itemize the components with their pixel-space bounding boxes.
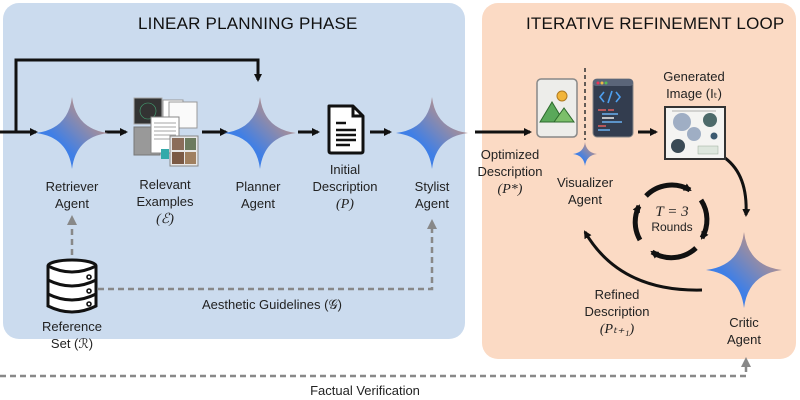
- examples-line1: Relevant: [139, 177, 191, 192]
- optimized-description-label: Optimized Description (P*): [477, 146, 542, 198]
- reference-line2: Set (ℛ): [50, 336, 94, 351]
- document-icon: [327, 104, 365, 155]
- optimized-line2: Description: [477, 164, 543, 179]
- dashed-factual-verification: [0, 357, 751, 378]
- retriever-agent-label: Retriever Agent: [46, 178, 99, 212]
- code-editor-icon: [592, 78, 634, 138]
- examples-symbol: (ℰ): [156, 212, 174, 227]
- refined-line2: Description: [584, 304, 650, 319]
- critic-line1: Critic: [729, 315, 759, 330]
- planner-line2: Agent: [241, 196, 275, 211]
- iterative-refinement-title: ITERATIVE REFINEMENT LOOP: [526, 14, 785, 33]
- loop-rounds-label: T = 3 Rounds: [651, 204, 692, 234]
- refined-line1: Refined: [594, 287, 640, 302]
- critic-agent-icon[interactable]: [706, 232, 782, 308]
- generated-image-label: Generated Image (Iₜ): [663, 68, 724, 102]
- reference-line1: Reference: [42, 319, 102, 334]
- rounds-expression: T = 3: [655, 204, 689, 220]
- arrow-image-to-critic: [724, 156, 751, 217]
- optimized-symbol: (P*): [497, 182, 523, 197]
- refined-description-label: Refined Description (Pₜ₊₁): [584, 286, 649, 338]
- skip-arrow-to-planner: [14, 58, 262, 132]
- generated-line2: Image (Iₜ): [666, 86, 722, 101]
- initial-description-label: Initial Description (P): [312, 161, 377, 213]
- planner-agent-label: Planner Agent: [236, 178, 281, 212]
- visualizer-line2: Agent: [568, 192, 602, 207]
- generated-image-thumbnail: [664, 106, 726, 160]
- image-preview-icon: [536, 78, 578, 138]
- initial-symbol: (P): [336, 197, 354, 212]
- stylist-agent-label: Stylist Agent: [415, 178, 450, 212]
- critic-line2: Agent: [727, 332, 761, 347]
- optimized-line1: Optimized: [480, 147, 540, 162]
- visualizer-agent-icon[interactable]: [573, 142, 597, 166]
- planner-agent-icon[interactable]: [224, 97, 296, 169]
- stylist-agent-icon[interactable]: [396, 97, 468, 169]
- database-icon: [46, 258, 98, 314]
- cycle-icon: [632, 182, 710, 261]
- dashed-aesthetic-guidelines: [98, 219, 437, 291]
- arrow-critic-to-visualizer: [583, 230, 703, 292]
- visualizer-agent-label: Visualizer Agent: [557, 174, 613, 208]
- initial-line1: Initial: [329, 162, 361, 177]
- refined-symbol: (Pₜ₊₁): [599, 322, 635, 337]
- stylist-line2: Agent: [415, 196, 449, 211]
- stylist-line1: Stylist: [414, 179, 450, 194]
- initial-line2: Description: [312, 179, 378, 194]
- relevant-examples-label: Relevant Examples (ℰ): [136, 176, 193, 228]
- generated-line1: Generated: [663, 69, 725, 84]
- retriever-line2: Agent: [55, 196, 89, 211]
- examples-line2: Examples: [136, 194, 194, 209]
- planner-line1: Planner: [235, 179, 281, 194]
- relevant-examples-collage-icon: [133, 97, 199, 167]
- aesthetic-guidelines-label: Aesthetic Guidelines (𝒢): [201, 297, 343, 312]
- rounds-text: Rounds: [651, 220, 693, 234]
- linear-planning-title: LINEAR PLANNING PHASE: [138, 14, 358, 33]
- factual-verification-label: Factual Verification: [310, 383, 420, 398]
- retriever-line1: Retriever: [45, 179, 99, 194]
- critic-agent-label: Critic Agent: [727, 314, 761, 348]
- retriever-agent-icon[interactable]: [36, 97, 108, 169]
- reference-set-label: Reference Set (ℛ): [42, 318, 102, 352]
- visualizer-line1: Visualizer: [556, 175, 614, 190]
